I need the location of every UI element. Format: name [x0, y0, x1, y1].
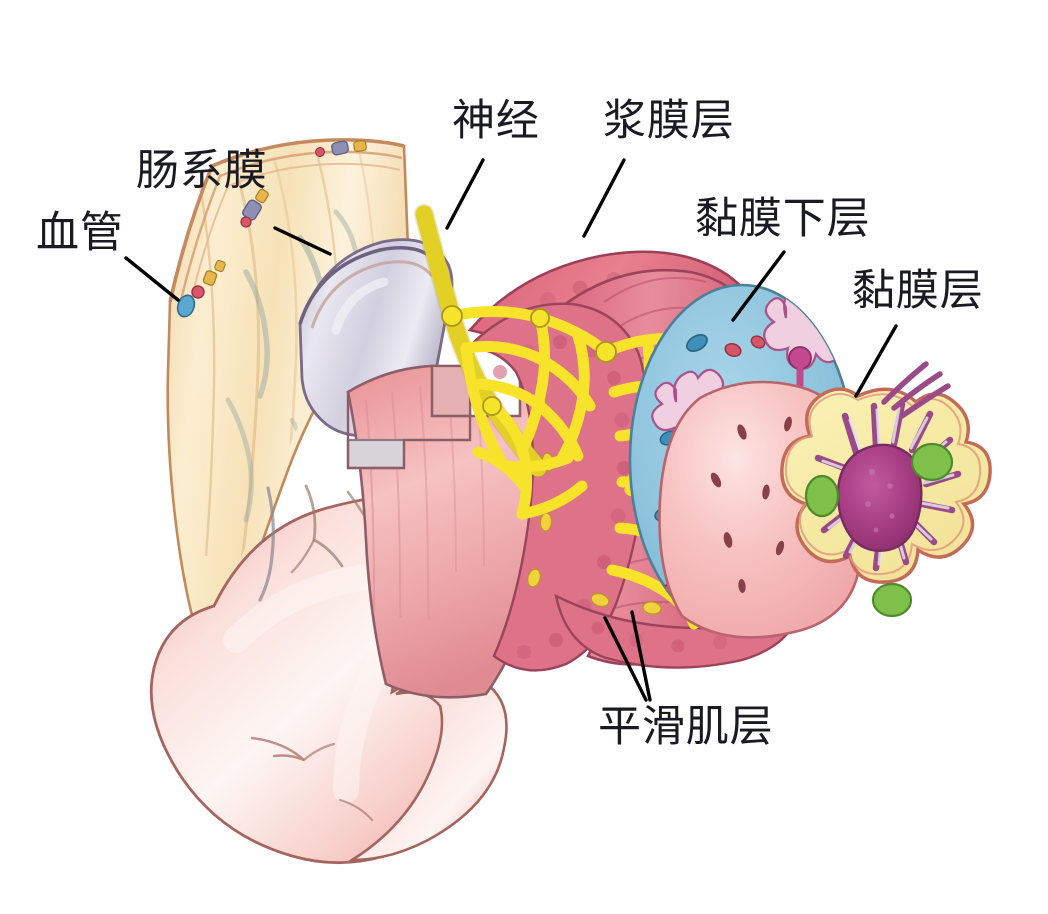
mesenteric-vessel-strand [243, 269, 270, 399]
circular-muscle-texture [493, 335, 631, 659]
lymph-follicles [804, 442, 954, 618]
circular-muscle-lower-tongue [554, 593, 802, 669]
leader-mucosa [854, 324, 898, 398]
leader-serosa [582, 158, 626, 238]
cut-vessel-lumen-edge [310, 260, 434, 329]
leader-submucosa [731, 250, 786, 322]
lumen-texture [865, 469, 895, 533]
label-mucosa: 黏膜层 [852, 266, 984, 316]
blood-vessel-cluster [176, 259, 226, 318]
mucosa-cross-section-group [780, 361, 992, 618]
label-nerve: 神经 [452, 96, 540, 146]
mesenteric-vessel-strand [225, 397, 254, 523]
mucosa-cut-strands [881, 361, 951, 419]
label-blood-vessel: 血管 [36, 208, 124, 258]
cut-vessel-sheen [331, 277, 389, 335]
leader-mesentery [273, 226, 332, 256]
leader-smooth-muscle-a [603, 616, 648, 702]
intestinal-lumen [836, 443, 923, 552]
mesentery-border-inner [178, 150, 403, 305]
muscle-step-edge [346, 364, 472, 470]
label-submucosa: 黏膜下层 [695, 194, 871, 244]
leader-nerve [445, 158, 485, 230]
mucosa-cross-section-rim [784, 393, 982, 576]
mesenteric-vessel-strand [333, 209, 359, 257]
mesentery-border-vessels [176, 140, 367, 318]
leader-lines [124, 158, 898, 702]
mesentery-border-inner2 [189, 162, 401, 307]
label-smooth-muscle: 平滑肌层 [598, 702, 774, 752]
label-serosa: 浆膜层 [603, 96, 735, 146]
label-mesentery: 肠系膜 [136, 146, 268, 196]
leader-smooth-muscle-b [630, 610, 652, 702]
leader-blood-vessel [124, 256, 180, 302]
muscle-step-face-lower [346, 438, 406, 470]
